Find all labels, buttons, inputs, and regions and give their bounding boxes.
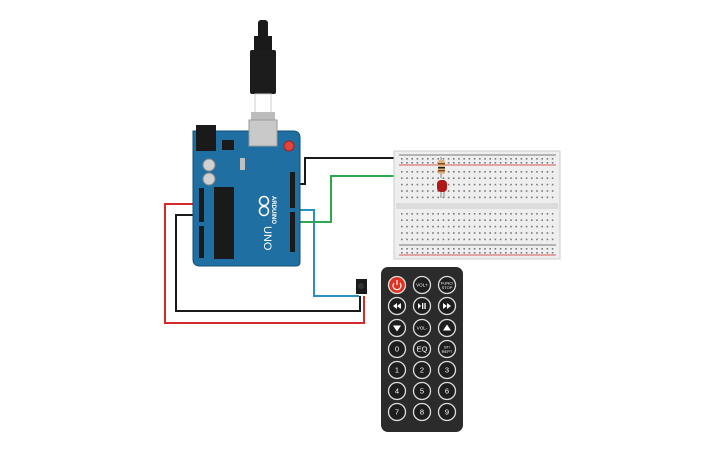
wire-black-ir-gnd[interactable] [175,214,361,312]
atmega-chip [214,187,234,259]
resistor[interactable] [438,157,445,178]
remote-button-0[interactable]: 0 [387,339,407,359]
ir-receiver[interactable] [356,279,367,294]
remote-button-label: 7 [395,408,399,417]
remote-button-label: 5 [420,387,424,396]
power-icon [392,280,402,291]
remote-button-3[interactable]: 3 [437,360,457,380]
remote-button-fast-forward[interactable] [437,296,457,316]
breadboard[interactable] [393,150,561,260]
remote-button-9[interactable]: 9 [437,402,457,422]
remote-button-2[interactable]: 2 [412,360,432,380]
remote-button-power[interactable] [387,275,407,295]
remote-button-label: FUNC/STOP [441,281,454,291]
remote-button-label: VOL+ [416,283,428,288]
remote-button-label: 0 [395,345,399,354]
crystal [240,158,245,170]
wire-blue-ir-signal[interactable] [297,209,359,297]
remote-button-label: 6 [445,387,449,396]
breadboard-holes [401,158,554,254]
usb-cable[interactable] [250,20,276,122]
rewind-icon [393,303,401,309]
remote-button-grid: VOL+ FUNC/STOP VOL- 0 EQ ST/REPT 1 2 3 4 5 6 7 8 9 [387,275,457,422]
remote-button-label: 2 [420,366,424,375]
remote-button-down[interactable] [387,318,407,338]
remote-button-rewind[interactable] [387,296,407,316]
remote-button-5[interactable]: 5 [412,381,432,401]
led-red[interactable] [437,180,447,198]
wires [164,157,440,324]
remote-button-4[interactable]: 4 [387,381,407,401]
remote-button-label: VOL- [417,326,428,331]
triangle-up-icon [443,324,451,331]
capacitor [202,158,216,172]
remote-button-up[interactable] [437,318,457,338]
arduino-logo-text: ARDUINO [270,196,276,224]
remote-button-label: 8 [420,408,424,417]
reset-button[interactable] [283,140,295,152]
remote-button-eq[interactable]: EQ [412,339,432,359]
remote-button-label: 1 [395,366,399,375]
remote-button-func-stop[interactable]: FUNC/STOP [437,275,457,295]
usb-port [248,119,278,147]
remote-button-8[interactable]: 8 [412,402,432,422]
remote-button-play-pause[interactable] [412,296,432,316]
wire-black-gnd-breadboard[interactable] [296,157,402,185]
remote-button-6[interactable]: 6 [437,381,457,401]
remote-button-label: EQ [417,345,428,354]
capacitor [202,172,216,186]
arduino-uno-board[interactable]: ARDUINO UNO [192,119,301,267]
digital-header-top [290,172,295,208]
arduino-logo-icon [258,195,270,217]
voltage-regulator [222,140,234,150]
power-header [199,188,204,222]
remote-button-label: 4 [395,387,399,396]
remote-button-label: ST/REPT [442,345,453,355]
remote-button-vol-plus[interactable]: VOL+ [412,275,432,295]
remote-button-vol-minus[interactable]: VOL- [412,318,432,338]
remote-button-label: 9 [445,408,449,417]
power-jack [196,125,216,151]
play-pause-icon [418,303,426,309]
digital-header-bottom [290,212,295,252]
wire-red-ir-power[interactable] [164,203,365,324]
analog-header [199,226,204,258]
remote-button-1[interactable]: 1 [387,360,407,380]
remote-button-st-rept[interactable]: ST/REPT [437,339,457,359]
fast-forward-icon [443,303,451,309]
ir-remote[interactable]: VOL+ FUNC/STOP VOL- 0 EQ ST/REPT 1 2 3 4 5 6 7 8 9 [381,267,463,432]
remote-button-label: 3 [445,366,449,375]
board-model-label: UNO [261,226,273,251]
triangle-down-icon [393,325,401,332]
remote-button-7[interactable]: 7 [387,402,407,422]
